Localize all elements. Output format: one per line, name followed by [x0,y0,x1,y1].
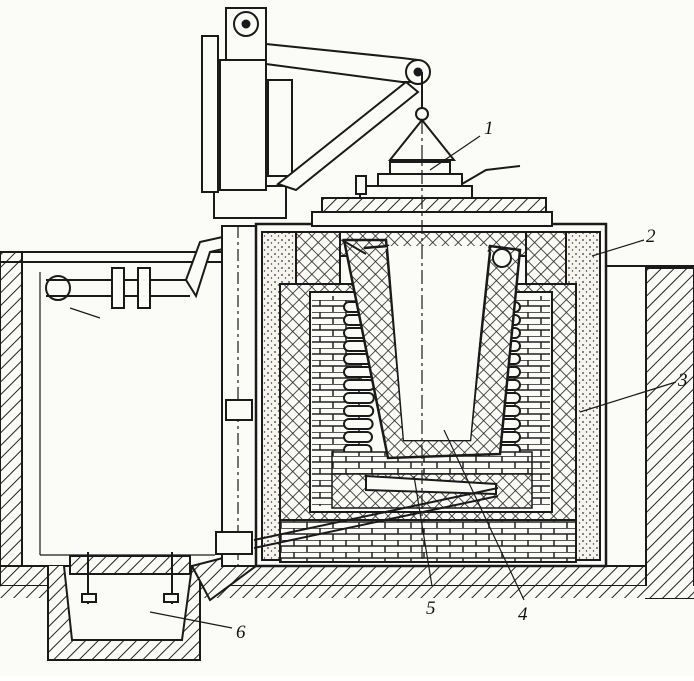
leader-6 [149,611,233,629]
furnace-lid [311,161,553,227]
coil-turn [343,431,373,443]
crucible [341,238,522,460]
leader-5 [413,475,433,587]
leader-4 [443,429,525,601]
coil-turn [343,405,375,417]
callout-6: 6 [236,622,246,643]
leader-1 [429,135,481,171]
coil-turn [343,392,375,404]
callout-1: 1 [484,118,494,139]
callout-2: 2 [646,226,656,247]
leader-3 [579,381,677,413]
leader-2 [591,239,645,257]
crucible-base [253,474,499,549]
support-column [215,225,257,567]
lid-lift-crane [201,7,457,560]
coil-turn [343,418,374,430]
drain-trench [47,550,258,661]
callout-4: 4 [518,604,528,625]
leader-lines [149,135,677,629]
callout-labels: 1 2 3 4 5 6 [236,118,688,643]
callout-5: 5 [426,598,436,619]
coil-turn [343,379,376,391]
callout-3: 3 [677,370,688,391]
